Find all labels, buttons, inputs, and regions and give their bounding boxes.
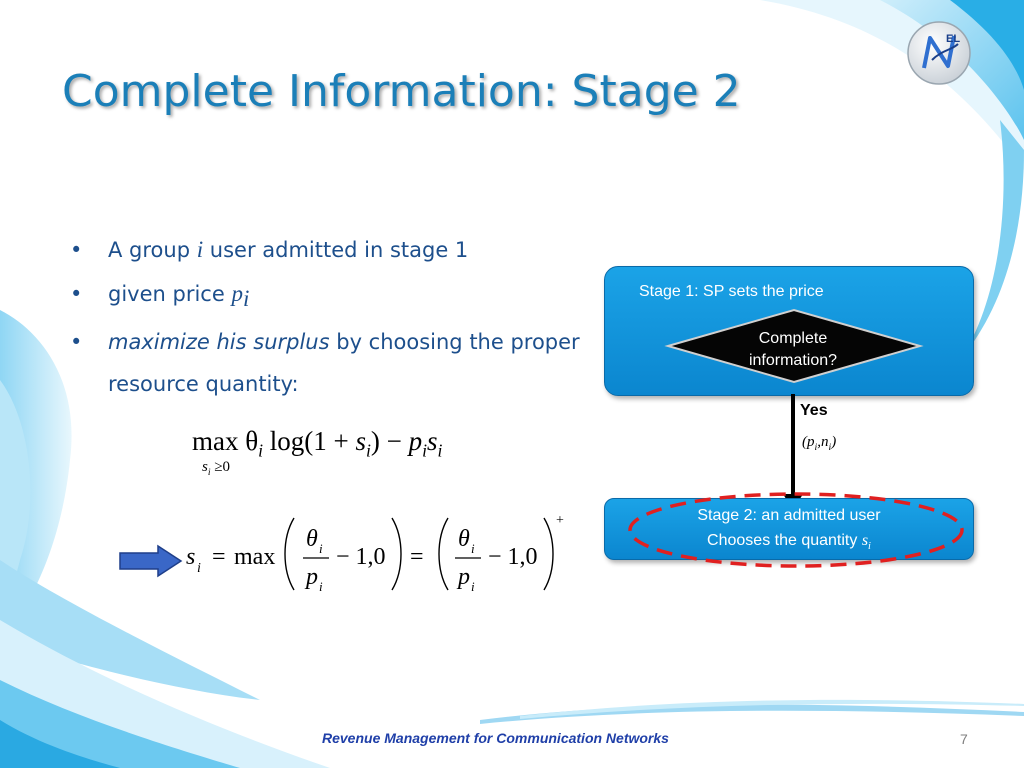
eq-subscript: i [207, 467, 211, 478]
eq-var: p [304, 564, 318, 590]
bullet-emphasis: maximize his surplus [108, 330, 330, 355]
stage2-line2: Chooses the quantity si [605, 532, 973, 552]
eq-subscript: i [422, 440, 428, 461]
price-number-label: (pi,ni) [802, 434, 836, 453]
eq-part: ) − [370, 426, 409, 456]
eq-subscript: i [471, 541, 475, 556]
decision-diamond [664, 308, 924, 384]
eq-max: max [234, 544, 275, 570]
eq-var: s [861, 532, 869, 549]
footer-text: Revenue Management for Communication Net… [322, 730, 669, 746]
stage1-label: Stage 1: SP sets the price [639, 283, 824, 300]
bullet-text: given price [108, 282, 232, 306]
eq-subscript: i [828, 442, 832, 453]
math-variable: i [196, 237, 204, 262]
eq-part: − 1,0 [488, 544, 538, 570]
decision-text: Complete information? [690, 328, 896, 372]
eq-equals: = [212, 544, 226, 570]
stage2-text: Chooses the quantity [707, 532, 862, 549]
bullet-text: by choosing the proper resource quantity… [108, 330, 580, 397]
eq-equals: = [410, 544, 424, 570]
eq-part: ,n [817, 434, 829, 450]
eq-subscript: i [437, 440, 443, 461]
dashed-highlight-ellipse [628, 492, 964, 568]
decision-line: information? [748, 352, 838, 369]
eq-max-constraint: si ≥0 [202, 459, 230, 478]
eq-var: s [186, 544, 195, 570]
eq-var: s [355, 426, 367, 456]
eq-subscript: i [258, 440, 264, 461]
eq-subscript: i [197, 561, 201, 576]
eq-subscript: i [868, 541, 871, 553]
eq-subscript: i [319, 541, 323, 556]
eq-subscript: i [471, 579, 475, 594]
stage2-box: Stage 2: an admitted user Chooses the qu… [604, 498, 974, 560]
bullet-text: A group [108, 238, 197, 262]
surplus-equation: max θi log(1 + si) − pisi si ≥0 [192, 426, 443, 478]
math-subscript: i [242, 286, 250, 312]
eq-part: − 1,0 [336, 544, 386, 570]
eq-var: s [427, 426, 438, 456]
math-variable: p [231, 281, 243, 306]
stage2-line1: Stage 2: an admitted user [697, 507, 881, 524]
eq-theta: θ [306, 526, 318, 552]
slide-title: Complete Information: Stage 2 [62, 66, 741, 117]
decision-line: Complete [758, 330, 828, 347]
eq-subscript: i [814, 442, 818, 453]
eq-part: log(1 + [263, 426, 356, 456]
eq-subscript: i [319, 579, 323, 594]
bullet-item-maximize: maximize his surplus by choosing the pro… [70, 321, 590, 405]
bullet-list: A group i user admitted in stage 1 given… [70, 228, 590, 405]
eq-part: (p [802, 434, 815, 450]
bullet-item-group: A group i user admitted in stage 1 [70, 228, 590, 272]
eq-theta: θ [458, 526, 470, 552]
eq-var: s [202, 459, 208, 475]
logo-text: EL [946, 33, 960, 45]
blue-arrow-icon [119, 544, 183, 578]
eq-var: p [408, 426, 423, 456]
optimal-quantity-equation: s i = max θ i p i − 1,0 = θ i p i − 1,0 … [186, 513, 564, 594]
eq-subscript: i [366, 440, 371, 461]
bullet-item-price: given price pi [70, 272, 590, 321]
eq-var: p [456, 564, 470, 590]
eq-plus-superscript: + [556, 513, 564, 528]
bullet-text: user admitted in stage 1 [203, 238, 469, 262]
yes-label: Yes [800, 402, 828, 419]
eq-part: ≥0 [210, 459, 231, 475]
eq-part: max θ [192, 426, 259, 456]
logo-badge-icon: EL [907, 21, 971, 85]
eq-part: ) [831, 434, 837, 450]
page-number: 7 [960, 731, 968, 747]
